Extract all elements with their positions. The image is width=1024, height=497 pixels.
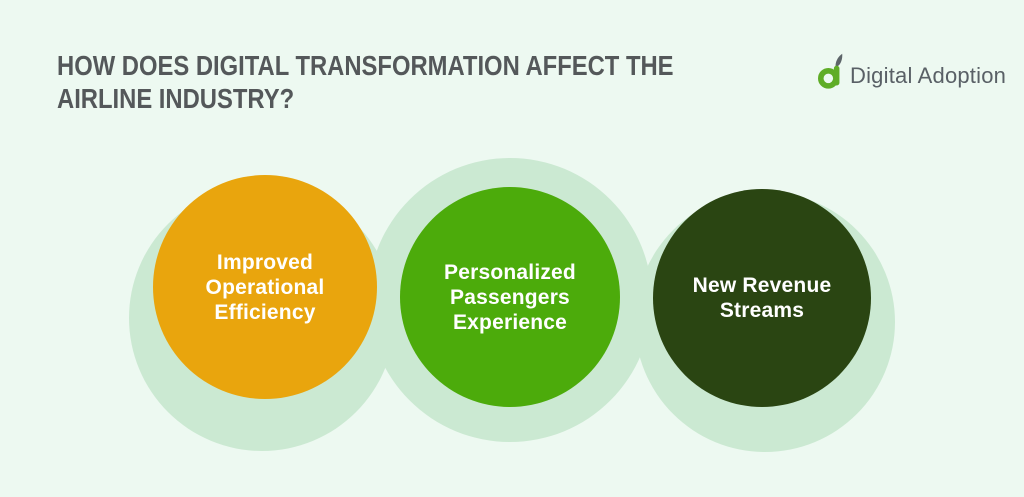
bubble-label-new-revenue-streams: New Revenue Streams	[692, 274, 832, 322]
digital-adoption-logo: Digital Adoption	[818, 50, 1006, 94]
logo-ring	[818, 68, 839, 89]
bubble-personalized-passengers-experience: Personalized Passengers Experience	[400, 187, 620, 407]
logo-stem	[833, 65, 840, 86]
digital-adoption-logo-icon	[818, 53, 843, 89]
page-title: HOW DOES DIGITAL TRANSFORMATION AFFECT T…	[57, 50, 674, 114]
logo-brand-name: Digital Adoption	[850, 63, 1007, 88]
bubble-new-revenue-streams: New Revenue Streams	[653, 189, 871, 407]
bubble-label-improved-operational-efficiency: Improved Operational Efficiency	[205, 250, 325, 324]
bubble-label-personalized-passengers-experience: Personalized Passengers Experience	[444, 260, 576, 334]
bubble-improved-operational-efficiency: Improved Operational Efficiency	[153, 175, 377, 399]
leaf-icon	[835, 53, 843, 67]
